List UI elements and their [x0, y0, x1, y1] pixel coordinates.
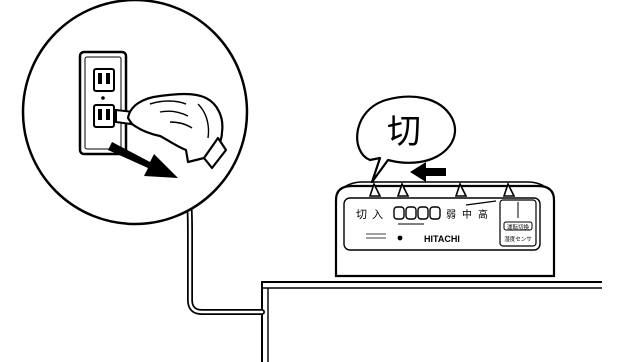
speech-bubble-text: 切	[387, 112, 421, 152]
speech-bubble: 切	[356, 95, 457, 184]
mode-strong-label: 高	[478, 208, 488, 221]
humidifier-device: 切 入 弱 中 高 HITACHI 運転切換 湿度センサ	[334, 181, 556, 278]
mode-medium-label: 中	[462, 208, 472, 221]
indicator-lamp	[397, 235, 403, 241]
pull-arrow-icon	[108, 142, 178, 178]
right-control-panel: 運転切換 湿度センサ	[499, 199, 537, 247]
brand-logo: HITACHI	[424, 234, 460, 244]
switch-off-label: 切	[356, 208, 367, 221]
mode-indicator-buttons	[393, 206, 441, 220]
slide-left-arrow-icon	[410, 162, 446, 182]
top-knobs	[368, 181, 516, 197]
mode-weak-label: 弱	[446, 209, 456, 221]
cabinet	[261, 281, 602, 362]
right-panel-bottom-label: 湿度センサ	[504, 235, 532, 243]
right-panel-top-label: 運転切換	[507, 223, 530, 231]
hand	[126, 92, 228, 170]
magnified-outlet-view	[21, 0, 249, 226]
switch-on-label: 入	[372, 208, 383, 221]
wall-outlet	[78, 50, 128, 156]
